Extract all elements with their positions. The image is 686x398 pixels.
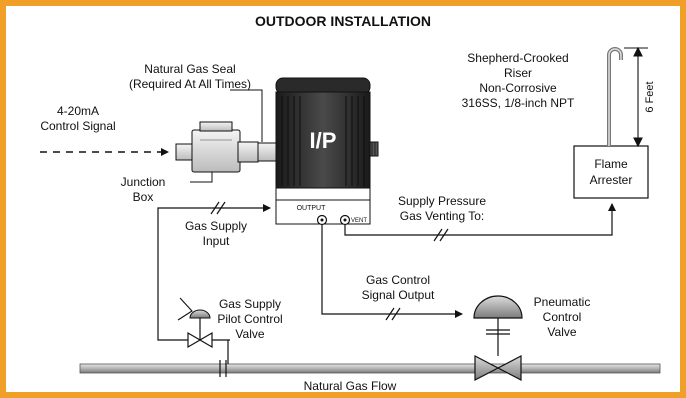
vent-line-hatch (433, 228, 449, 242)
natural-gas-seal (257, 142, 277, 162)
vent-port-center (343, 218, 347, 222)
vent-line (344, 203, 616, 236)
riser-label-line-1: Shepherd-Crooked (467, 51, 568, 65)
pipe-flow-label: Natural Gas Flow (304, 379, 397, 393)
riser-label-line-2: Riser (504, 66, 532, 80)
natural-gas-pipe (79, 360, 661, 377)
natural-gas-seal-label-line-1: Natural Gas Seal (144, 62, 235, 76)
junction-box (175, 121, 259, 173)
gas-control-label-line-2: Signal Output (362, 288, 435, 302)
gas-control-label-line-1: Gas Control (366, 273, 430, 287)
pilot-valve-label-line-1: Gas Supply (219, 297, 281, 311)
gas-supply-input-label-line-2: Input (203, 234, 230, 248)
natural-gas-seal-leader (230, 89, 263, 142)
gas-control-signal-hatch (385, 307, 401, 321)
pilot-valve-label-line-2: Pilot Control (217, 312, 282, 326)
shepherd-crooked-riser (607, 47, 623, 146)
pilot-valve-label-line-3: Valve (235, 327, 264, 341)
output-port-label: OUTPUT (297, 205, 327, 212)
gas-control-signal-line (321, 225, 463, 318)
supply-pressure-label-line-2: Gas Venting To: (400, 209, 485, 223)
junction-box-leader (190, 172, 213, 183)
riser-dimension (624, 46, 648, 148)
pilot-control-valve (177, 297, 230, 364)
diagram-title: OUTDOOR INSTALLATION (255, 13, 431, 29)
flame-arrester (573, 145, 649, 199)
vent-port-label: VENT (351, 218, 367, 224)
ip-transducer-label: I/P (310, 128, 337, 153)
gas-supply-input-line (157, 204, 271, 341)
pneumatic-valve-label-line-1: Pneumatic (534, 295, 591, 309)
riser-label-line-3: Non-Corrosive (479, 81, 557, 95)
flame-arrester-label-line-2: Arrester (590, 173, 633, 187)
control-signal-label-line-2: Control Signal (40, 119, 115, 133)
pneumatic-valve-label-line-3: Valve (547, 325, 576, 339)
junction-box-label-line-1: Junction (121, 175, 166, 189)
supply-pressure-label-line-1: Supply Pressure (398, 194, 486, 208)
riser-height-label: 6 Feet (644, 81, 656, 112)
pneumatic-valve-label-line-2: Control (543, 310, 582, 324)
riser-label-line-4: 316SS, 1/8-inch NPT (462, 96, 575, 110)
output-port-center (320, 218, 324, 222)
control-signal-label-line-1: 4-20mA (57, 104, 99, 118)
flame-arrester-label-line-1: Flame (594, 157, 628, 171)
gas-supply-input-label-line-1: Gas Supply (185, 219, 247, 233)
junction-box-label-line-2: Box (133, 190, 154, 204)
gas-supply-input-hatch (210, 201, 226, 215)
natural-gas-seal-label-line-2: (Required At All Times) (129, 77, 251, 91)
pneumatic-control-valve (473, 295, 523, 381)
shepherd-crooked-riser-highlight (608, 48, 622, 146)
